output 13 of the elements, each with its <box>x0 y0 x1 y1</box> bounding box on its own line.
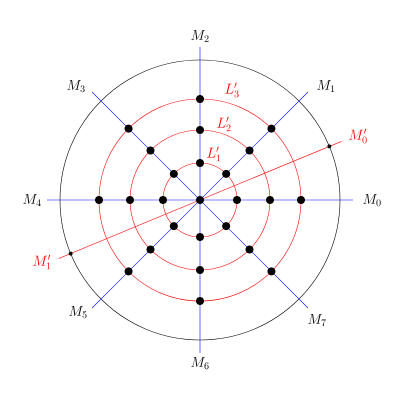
axis-label: $M_3$ <box>67 80 85 92</box>
axis-label: $M_1$ <box>317 80 334 92</box>
axis-label: $M_4$ <box>23 194 41 206</box>
axis-label: $M_6$ <box>191 357 209 370</box>
axis-label: $M_0$ <box>363 194 381 206</box>
axis-label: $M_1^{\prime}$ <box>33 254 50 270</box>
axis-label: $M_0^{\prime}$ <box>349 128 367 144</box>
axis-label: $L_2^{\prime}$ <box>217 116 231 132</box>
axis-label: $L_3^{\prime}$ <box>225 82 239 98</box>
axis-label: $L_1^{\prime}$ <box>207 146 220 162</box>
axis-label: $M_7$ <box>308 314 326 326</box>
axis-label: $M_5$ <box>69 306 87 318</box>
axis-label: $M_2$ <box>191 30 209 42</box>
